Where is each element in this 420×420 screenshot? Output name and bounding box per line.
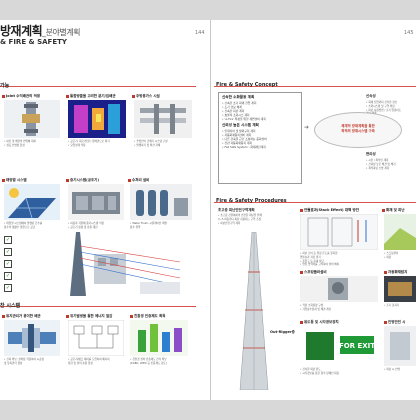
item-description: • 태양열 시스템에서 발생된 온수를 용수의 생활수 열원으로 공급 bbox=[4, 222, 43, 229]
item-description: • 신뢰 확보, 설비용 적용하여 시공성 및 유지관리 향상 bbox=[4, 358, 44, 365]
item-caption: 화재 및 피난 bbox=[382, 208, 405, 213]
arrow-right-icon: ➜ bbox=[304, 124, 310, 131]
page-title-en: & FIRE & SAFETY bbox=[0, 38, 67, 46]
page-number-left: 144 bbox=[195, 30, 205, 36]
item-description: • 적정 소화용량 구성• 가압송수장치 및 배관 개선 bbox=[300, 304, 332, 311]
speed-label: 신속성 bbox=[366, 94, 376, 98]
concept-box: 신속한 소화활동 계획 • 신속한 초기 화재 진압 계획 • 조기 경보 체계… bbox=[218, 92, 302, 184]
item-description: • 피난 시 인명 bbox=[384, 368, 400, 371]
check-icon: ✓ bbox=[4, 236, 12, 244]
item-description: • 내진 및 배관의 변위에 대처• 설공 인명성 향상 bbox=[4, 140, 36, 147]
sprinkler-image bbox=[300, 276, 378, 302]
item-caption: 연돌효과(Stack Effect) 대책 방안 bbox=[300, 208, 359, 213]
item-caption: 인명안전 시 bbox=[384, 320, 405, 325]
page-spine bbox=[210, 20, 211, 400]
section-heading: Fire & Safety Concept bbox=[216, 82, 278, 88]
maintenance-pipe-image bbox=[4, 320, 60, 356]
tower-section-image bbox=[226, 231, 282, 391]
item-description: • Water Flush, 시뮬레이션 해결 용수 절약 bbox=[130, 222, 167, 229]
check-icon: ✓ bbox=[4, 260, 12, 268]
fire-detector-image bbox=[384, 276, 416, 302]
item-description: • 신속한 피난 유도• 시각경보를 통한 청각 장애인 대응 bbox=[300, 368, 340, 375]
item-description: • 공조기, 회로/전원 / 합배관으로 최기• 요입설계 적용 bbox=[68, 140, 110, 147]
item-description: • 스프링클러• 피난 bbox=[384, 252, 399, 259]
item-caption: 수처리 설비 bbox=[128, 178, 149, 183]
tower-notes: • 초고층 건물에서의 안전한 피난을 위해 3~5 피층마다 피난 사용되는 … bbox=[218, 214, 262, 225]
joint-pipe-image bbox=[4, 100, 60, 138]
item-caption: 유도등 및 시각경보장치 bbox=[300, 320, 339, 325]
gas-pipe-image bbox=[134, 100, 192, 138]
item-caption: 중기시스템(공조기) bbox=[66, 178, 99, 183]
item-caption: 통합방출을 고려한 분기/입배관 bbox=[66, 94, 116, 99]
solar-system-image bbox=[4, 184, 60, 220]
item-description: • 공조기/펌프 제어를 도입하여 에너지 절감 및 설비 효율 향상 bbox=[68, 358, 110, 365]
item-caption: 위기발생을 통한 에너지 절감 bbox=[66, 314, 112, 319]
reliability-notes: • 시민 / 최적인 계획• 신뢰성 높은 배관 및 배기 • 최적화된 소방 … bbox=[366, 159, 396, 170]
item-description: • 피난 로비 등 일정 온도를 유지함 연돌효과 저감 환기 • 출입구 등 … bbox=[300, 252, 340, 267]
page-number-right: 145 bbox=[404, 30, 414, 36]
item-caption: Joint 수직배관의 적용 bbox=[2, 94, 40, 99]
item-caption: 유지관리가 용이한 배관 bbox=[2, 314, 41, 319]
page-title: 방재계획_분야별계획 bbox=[0, 24, 80, 38]
control-schematic-image bbox=[67, 319, 125, 357]
air-handler-image bbox=[68, 184, 124, 220]
item-description: • 조기 감지기 bbox=[384, 304, 400, 307]
item-caption: 주방용가스 시설 bbox=[132, 94, 160, 99]
item-caption: 자동화재탐지 bbox=[384, 270, 407, 275]
safety-zone-image bbox=[384, 326, 416, 366]
section-divider bbox=[0, 86, 196, 87]
thermal-map-image bbox=[68, 100, 126, 138]
check-icon: ✓ bbox=[4, 284, 12, 292]
section-heading: 가능 bbox=[0, 83, 10, 89]
energy-flow-diagram bbox=[20, 232, 196, 296]
section-divider bbox=[214, 202, 416, 203]
section-divider bbox=[0, 306, 196, 307]
item-caption: 친환경 인증제도 획득 bbox=[130, 314, 165, 319]
green-certification-image bbox=[130, 320, 188, 356]
check-icon: ✓ bbox=[4, 272, 12, 280]
item-description: • 친환경 설비 인증제도 관리 확보 (KGBC, LEED 등 인증제도 검… bbox=[130, 358, 167, 365]
concept-core-oval: 체계적 방재계획을 통한 최적의 방재시스템 구축 bbox=[314, 112, 402, 148]
tower-caption: 초고층 피난안전구역계획 bbox=[218, 208, 255, 212]
water-treatment-image bbox=[130, 184, 192, 220]
item-description: • 여름과 겨울에 중기시스템 적용• 공조기 용량 및 효율 개선 bbox=[68, 222, 104, 229]
section-heading: Fire & Safety Procedures bbox=[216, 198, 287, 204]
stack-effect-diagram bbox=[299, 213, 379, 251]
section-divider bbox=[214, 86, 416, 87]
section-heading: 찬 시스템 bbox=[0, 303, 21, 309]
exit-sign-text: FOR EXIT bbox=[339, 342, 375, 350]
item-caption: 태양열 시스템 bbox=[2, 178, 27, 183]
item-caption: 스프링클러설비 bbox=[300, 270, 327, 275]
exit-sign-image: FOR EXIT bbox=[300, 326, 378, 366]
reliability-label: 편리성 bbox=[366, 152, 376, 156]
item-description: • 주방전의 급배기 시스템 구성• 발생하기 및 확산 자해 bbox=[134, 140, 168, 147]
fire-evacuation-image bbox=[384, 214, 416, 250]
outrigger-label: Out-Rigger층 bbox=[270, 330, 295, 334]
check-icon: ✓ bbox=[4, 248, 12, 256]
